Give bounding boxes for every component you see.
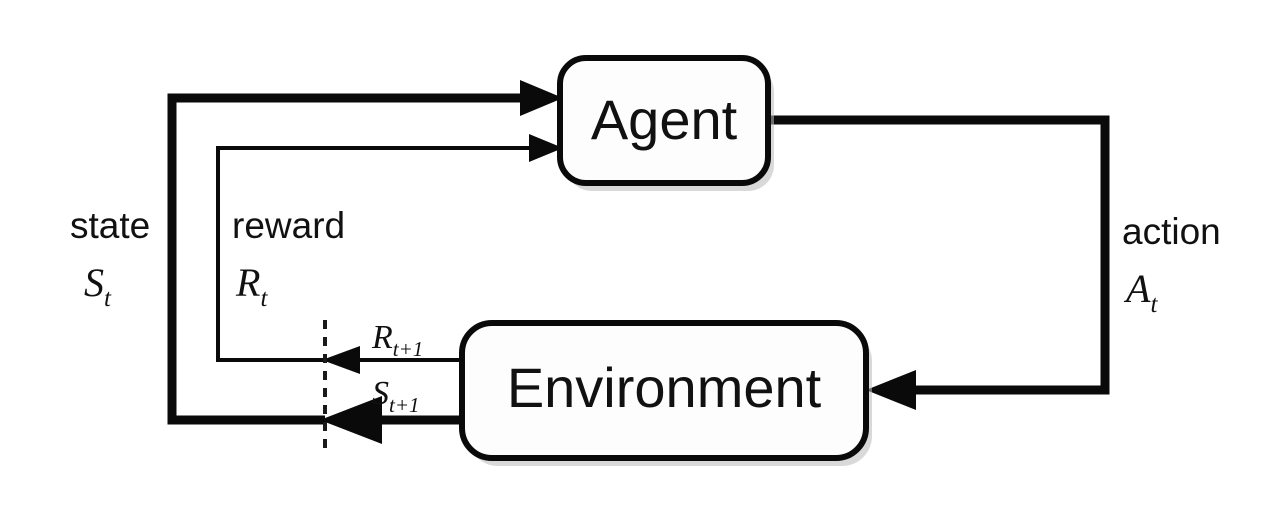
reward-arrowhead-icon xyxy=(529,134,563,162)
state-symbol-base: S xyxy=(84,260,104,305)
reward-feedback-line xyxy=(216,146,532,362)
next-state-symbol-base: S xyxy=(372,375,389,412)
edge-reward-feedback xyxy=(216,134,563,362)
action-symbol-label: At xyxy=(1123,266,1158,318)
edge-next-reward xyxy=(322,346,462,374)
environment-box xyxy=(459,320,869,461)
action-line xyxy=(768,115,1110,395)
action-word-label: action xyxy=(1122,211,1221,252)
label-action: action At xyxy=(1122,211,1221,318)
action-symbol-base: A xyxy=(1123,266,1151,311)
node-agent[interactable]: Agent xyxy=(557,55,774,191)
next-reward-symbol-label: Rt+1 xyxy=(371,319,423,361)
next-reward-arrowhead-icon xyxy=(322,346,360,374)
action-arrowhead-icon xyxy=(866,370,916,410)
reward-symbol-label: Rt xyxy=(235,260,268,312)
reward-symbol-subscript: t xyxy=(260,285,268,312)
reward-symbol-base: R xyxy=(235,260,260,305)
next-reward-symbol-subscript: t+1 xyxy=(393,337,424,361)
state-feedback-line xyxy=(167,93,524,425)
state-word-label: state xyxy=(70,205,150,246)
agent-label: Agent xyxy=(591,88,738,151)
next-state-symbol-label: St+1 xyxy=(372,375,420,417)
next-state-symbol-subscript: t+1 xyxy=(389,393,420,417)
next-reward-symbol-base: R xyxy=(371,319,393,356)
label-state: state St xyxy=(70,205,150,312)
reward-word-label: reward xyxy=(232,205,345,246)
label-reward: reward Rt xyxy=(232,205,345,312)
state-symbol-subscript: t xyxy=(104,285,112,312)
node-environment[interactable]: Environment xyxy=(459,320,872,466)
agent-box xyxy=(557,55,771,186)
next-state-arrowhead-icon xyxy=(320,396,382,444)
action-symbol-subscript: t xyxy=(1150,291,1158,318)
edge-action xyxy=(768,115,1110,410)
environment-label: Environment xyxy=(507,356,822,419)
state-symbol-label: St xyxy=(84,260,112,312)
edge-state-feedback xyxy=(167,80,563,425)
state-arrowhead-icon xyxy=(520,80,563,116)
edge-next-state xyxy=(320,396,462,444)
